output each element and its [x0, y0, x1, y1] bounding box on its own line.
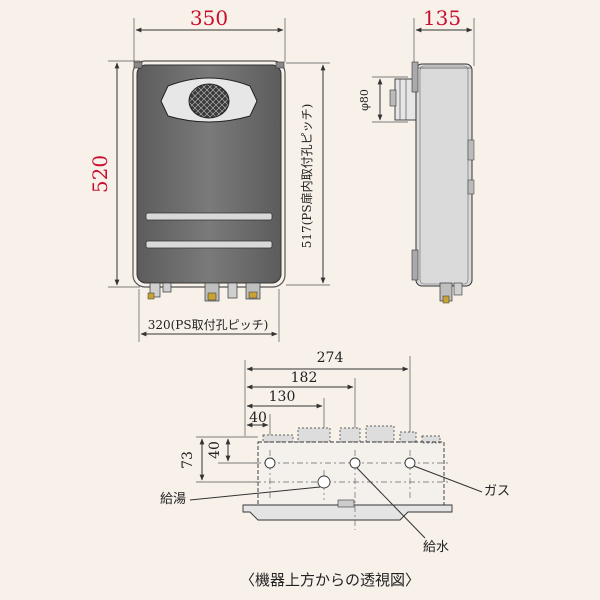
front-width-label: 350 [190, 6, 228, 30]
plan-body-outline [257, 441, 445, 507]
side-body [415, 63, 473, 287]
plan-hole-water [349, 457, 361, 469]
plan-hole-left [264, 457, 276, 469]
plan-hole-gas [404, 457, 416, 469]
caption: 〈機器上方からの透視図〉 [240, 571, 420, 589]
front-slot-lower [145, 240, 273, 249]
side-view: 135 φ80 [358, 6, 475, 304]
label-gas: ガス [484, 484, 510, 499]
plan-dim-130: 130 [269, 389, 296, 405]
label-hot-water: 給湯 [160, 492, 186, 507]
ps-width-label: 320(PS取付孔ピッチ) [148, 318, 269, 332]
plan-dim-73: 73 [180, 451, 196, 469]
front-height-label: 520 [88, 155, 112, 193]
plan-dim-40-horizontal: 40 [249, 410, 267, 426]
plan-dim-182: 182 [291, 370, 318, 386]
plan-bracket [242, 504, 453, 521]
side-bottom-fittings [439, 282, 463, 304]
front-slot-upper [145, 212, 273, 221]
bottom-fittings [147, 282, 261, 302]
plan-view: 274 182 130 40 73 40 [160, 350, 510, 555]
plan-top-components [262, 425, 441, 444]
front-view: 350 520 320(P [88, 6, 330, 342]
ps-height-label: 517(PS扉内取付孔ピッチ) [300, 104, 314, 249]
plan-dim-40-vertical: 40 [207, 441, 223, 459]
plan-hole-hot [317, 475, 331, 489]
plan-dim-274: 274 [317, 350, 344, 366]
side-diameter-label: φ80 [358, 89, 371, 111]
exhaust-mesh [188, 83, 230, 119]
side-depth-label: 135 [423, 6, 461, 30]
label-cold-water: 給水 [423, 540, 449, 555]
